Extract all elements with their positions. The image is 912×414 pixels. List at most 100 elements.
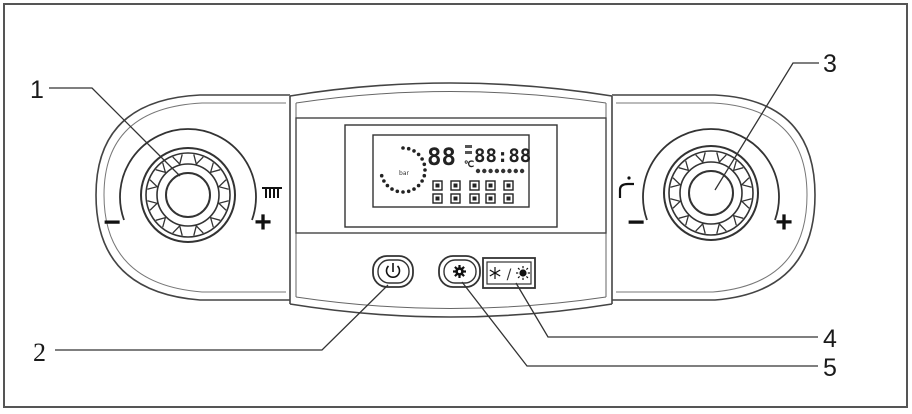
pressure-dot [385, 183, 390, 188]
pressure-unit: bar [399, 170, 409, 177]
lcd-status-icon [485, 193, 496, 204]
season-button[interactable]: / [482, 257, 536, 289]
lcd-status-icon-mark [472, 183, 477, 188]
knob-grip-tick [209, 162, 221, 174]
power-button[interactable] [372, 255, 414, 288]
callout-3: 3 [823, 50, 837, 78]
lcd-right-digits: 88:88 [474, 145, 531, 167]
knob-grip-tick [678, 214, 690, 226]
pressure-dot [423, 168, 427, 172]
lcd-window-outer [344, 124, 558, 228]
power-icon [385, 263, 401, 278]
right-scale-arc [642, 128, 780, 221]
knob-grip-tick [740, 198, 752, 209]
pressure-dot [406, 189, 411, 194]
sun-icon [516, 266, 530, 280]
lcd-status-icon [485, 180, 496, 191]
center-housing-bottom-inner [295, 296, 607, 309]
lcd-level-dots [475, 168, 525, 174]
lcd-level-dot [507, 168, 512, 174]
gear-hole [457, 269, 462, 274]
lcd-status-icon [450, 193, 461, 204]
pressure-dot [420, 157, 424, 161]
knob-grip-tick [732, 160, 744, 172]
left-knob-ring-2 [145, 152, 231, 238]
knob-grip-tick [678, 160, 690, 172]
lcd-level-dot [488, 168, 493, 174]
settings-button[interactable] [438, 255, 481, 288]
pressure-dot [412, 149, 416, 153]
knob-grip-tick [740, 177, 752, 188]
callout-1: 1 [30, 76, 44, 104]
radiator-icon [262, 187, 282, 198]
leader-line-3 [714, 62, 819, 191]
lcd-status-icon-mark [453, 183, 458, 188]
gear-icon [453, 265, 466, 278]
display-bezel [295, 117, 607, 234]
lcd-level-dot [494, 168, 500, 174]
knob-grip-tick [172, 224, 183, 236]
left-knob-housing: − + [95, 94, 290, 301]
pressure-dot [401, 190, 405, 194]
center-housing-bottom [289, 303, 613, 318]
pressure-dot [422, 173, 427, 178]
tap-water-icon [618, 176, 634, 198]
lcd-level-dot [519, 168, 525, 174]
lcd-level-dot [501, 168, 506, 174]
left-knob-outer-ring[interactable] [140, 147, 236, 243]
lcd-status-icon-mark [472, 196, 477, 201]
lcd-level-dot [513, 168, 518, 174]
sun-ray [525, 275, 529, 279]
left-knob-grip-ticks [147, 154, 229, 236]
pressure-dot [395, 189, 400, 194]
right-knob-outer-ring[interactable] [663, 145, 759, 241]
pressure-dot [422, 162, 427, 167]
right-knob-grip-ticks [670, 152, 752, 234]
outer-frame [3, 3, 908, 408]
pressure-dot [401, 146, 405, 150]
leader-lines [49, 62, 819, 367]
pressure-dot [382, 179, 386, 183]
knob-grip-tick [670, 177, 682, 188]
leader-line-4 [515, 282, 818, 338]
knob-grip-tick [716, 222, 727, 234]
left-scale-arc [119, 128, 257, 221]
lcd-mini-indicator-b [465, 151, 472, 154]
lcd-status-icon [450, 180, 461, 191]
lcd-status-icon-mark [453, 196, 458, 201]
knob-grip-tick [172, 154, 183, 166]
knob-grip-tick [716, 152, 727, 164]
right-knob-housing: − + [612, 94, 816, 301]
sun-ray [517, 267, 521, 271]
leader-line-2 [55, 284, 389, 351]
lcd-status-icon [469, 180, 480, 191]
knob-grip-tick [155, 162, 167, 174]
lcd-status-icon [503, 193, 514, 204]
pressure-dot [412, 187, 416, 191]
left-knob-cap[interactable] [165, 172, 211, 218]
knob-grip-tick [155, 216, 167, 228]
lcd-status-icons [432, 180, 514, 204]
season-separator: / [507, 267, 512, 283]
center-housing-top [289, 82, 613, 97]
knob-grip-tick [193, 154, 204, 166]
right-knob-ring-2 [668, 150, 754, 236]
callout-2: 2 [33, 338, 46, 367]
center-housing-top-inner [295, 91, 607, 104]
right-knob-cap[interactable] [688, 170, 734, 216]
lcd-status-icon [503, 180, 514, 191]
knob-grip-tick [147, 179, 159, 190]
lcd-screen: bar 88 ℃ 88:88 [379, 143, 531, 204]
lcd-level-dot [482, 168, 487, 174]
pressure-dot [420, 179, 424, 183]
snowflake-icon [489, 267, 501, 279]
lcd-status-icon-mark [506, 183, 511, 188]
leader-line-5 [461, 281, 818, 367]
leader-line-1 [49, 87, 181, 177]
knob-grip-tick [217, 179, 229, 190]
sun-ray [525, 267, 529, 271]
knob-grip-tick [193, 224, 204, 236]
knob-grip-tick [670, 198, 682, 209]
lcd-status-icon [432, 180, 443, 191]
